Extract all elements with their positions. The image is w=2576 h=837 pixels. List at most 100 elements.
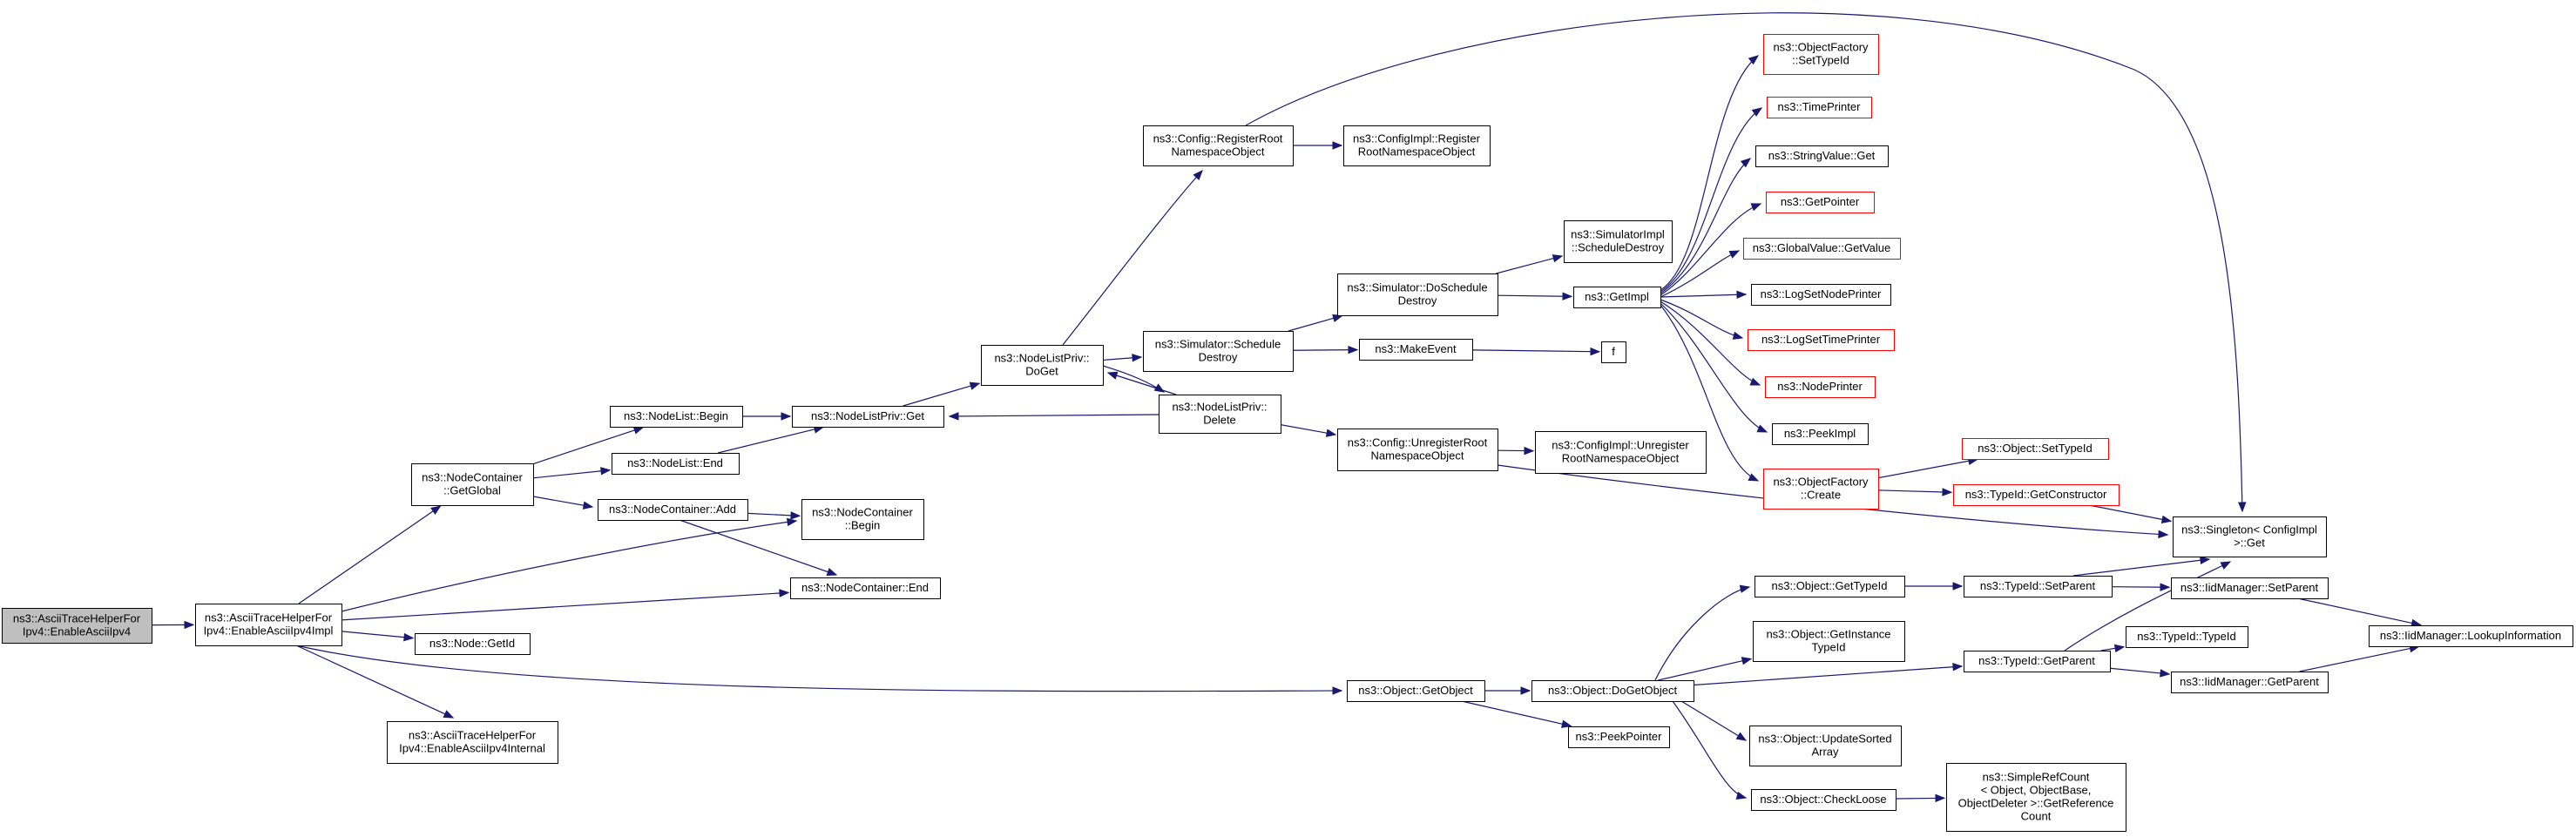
node-label: ns3::TypeId::SetParent [1980,579,2096,592]
node-box [415,633,531,655]
node-cfgimpl-unregister[interactable]: ns3::ConfigImpl::UnregisterRootNamespace… [1535,431,1707,474]
edge-sim-doschedule-to-simimpl-destroy [1496,254,1564,274]
node-iid-getparent[interactable]: ns3::IidManager::GetParent [2171,672,2329,693]
node-logsetnodeprinter[interactable]: ns3::LogSetNodePrinter [1751,284,1891,306]
node-timeprinter[interactable]: ns3::TimePrinter [1767,97,1872,118]
node-impl[interactable]: ns3::AsciiTraceHelperForIpv4::EnableAsci… [195,604,342,646]
node-obj-gettypeid[interactable]: ns3::Object::GetTypeId [1755,576,1905,597]
edge-line [1660,299,1743,339]
edge-line [1660,302,1768,433]
node-simplerefcount[interactable]: ns3::SimpleRefCount< Object, ObjectBase,… [1946,763,2126,832]
node-box [1964,651,2111,672]
node-label: TypeId [1811,641,1845,654]
node-peekpointer[interactable]: ns3::PeekPointer [1568,726,1670,748]
node-node-getid[interactable]: ns3::Node::GetId [415,633,531,655]
node-of-settypeid[interactable]: ns3::ObjectFactory::SetTypeId [1763,34,1879,75]
node-label: ns3::Singleton< ConfigImpl [2181,523,2317,537]
edge-line [532,496,593,508]
node-logsettimeprinter[interactable]: ns3::LogSetTimePrinter [1748,329,1895,351]
edge-arrowhead [582,501,594,510]
edge-sim-doschedule-to-getimpl [1497,292,1573,300]
node-box [1765,376,1876,398]
node-typeid-setparent[interactable]: ns3::TypeId::SetParent [1964,576,2113,597]
node-nlp-get[interactable]: ns3::NodeListPriv::Get [792,406,944,428]
node-label: ns3::Config::UnregisterRoot [1348,436,1488,449]
node-nc-add[interactable]: ns3::NodeContainer::Add [598,499,748,521]
node-box [1343,125,1491,166]
node-obj-checkloose[interactable]: ns3::Object::CheckLoose [1751,789,1897,811]
edge-arrowhead [2113,644,2126,653]
node-label: ::Create [1801,489,1841,502]
node-internal[interactable]: ns3::AsciiTraceHelperForIpv4::EnableAsci… [387,721,558,764]
node-typeid-typeid[interactable]: ns3::TypeId::TypeId [2126,626,2248,648]
node-f[interactable]: f [1601,341,1626,363]
node-box [1763,469,1879,510]
edge-arrowhead [1952,663,1964,672]
node-nlp-doget[interactable]: ns3::NodeListPriv::DoGet [981,345,1104,386]
node-label: ns3::NodeList::End [627,456,723,469]
node-label: Ipv4::EnableAsciiIpv4 [23,625,131,638]
node-sim-schedule[interactable]: ns3::Simulator::ScheduleDestroy [1143,331,1294,372]
node-nc-begin[interactable]: ns3::NodeContainer::Begin [801,499,924,540]
node-label: NamespaceObject [1371,449,1464,462]
edge-line [1245,12,2243,512]
node-nodeprinter[interactable]: ns3::NodePrinter [1765,376,1876,398]
node-nl-begin[interactable]: ns3::NodeList::Begin [610,406,743,428]
edge-cfg-unregister-to-cfgimpl-unregister [1497,446,1535,456]
node-label: ::Begin [845,519,880,532]
edge-line [2089,504,2172,522]
node-makeevent[interactable]: ns3::MakeEvent [1359,339,1473,361]
node-box [1568,726,1670,748]
node-obj-dogetobject[interactable]: ns3::Object::DoGetObject [1531,680,1694,702]
node-nlp-delete[interactable]: ns3::NodeListPriv::Delete [1159,395,1281,434]
node-cfg-unregister[interactable]: ns3::Config::UnregisterRootNamespaceObje… [1337,429,1498,471]
edge-nlp-get-to-nlp-doget [903,381,981,407]
edge-line [2072,558,2210,577]
edge-arrowhead [1348,345,1359,354]
node-root[interactable]: ns3::AsciiTraceHelperForIpv4::EnableAsci… [2,608,152,644]
edge-getimpl-to-logsetnodeprinter [1660,290,1748,300]
node-label: ns3::NodeListPriv::Get [811,409,924,422]
node-getpointer[interactable]: ns3::GetPointer [1766,192,1875,213]
node-peekimpl[interactable]: ns3::PeekImpl [1772,423,1869,445]
node-label: ns3::StringValue::Get [1768,149,1876,162]
edge-line [532,427,644,465]
node-nc-getglobal[interactable]: ns3::NodeContainer::GetGlobal [411,463,534,506]
node-simimpl-destroy[interactable]: ns3::SimulatorImpl::ScheduleDestroy [1564,220,1673,263]
node-box [1743,238,1901,260]
node-singleton-get[interactable]: ns3::Singleton< ConfigImpl >::Get [2173,516,2327,557]
node-box [1159,395,1281,434]
node-stringvalue-get[interactable]: ns3::StringValue::Get [1755,145,1889,167]
edge-arrowhead [948,412,959,421]
edge-arrowhead [1952,582,1964,591]
node-label: ns3::NodeListPriv:: [1172,401,1267,414]
edge-arrowhead [1735,732,1748,741]
node-iid-lookup[interactable]: ns3::IidManager::LookupInformation [2369,625,2573,647]
node-getimpl[interactable]: ns3::GetImpl [1573,287,1661,308]
node-nl-end[interactable]: ns3::NodeList::End [612,453,740,475]
node-obj-getobject[interactable]: ns3::Object::GetObject [1347,680,1485,702]
node-globalvalue-getvalue[interactable]: ns3::GlobalValue::GetValue [1743,238,1901,260]
node-of-create[interactable]: ns3::ObjectFactory::Create [1763,469,1879,510]
node-typeid-getconstructor[interactable]: ns3::TypeId::GetConstructor [1953,484,2120,506]
node-label: ns3::PeekImpl [1784,427,1856,440]
node-box [1531,680,1694,702]
node-iid-setparent[interactable]: ns3::IidManager::SetParent [2171,577,2329,599]
node-label: ns3::Config::RegisterRoot [1153,132,1283,145]
edge-arrowhead [2160,669,2171,678]
edge-line [295,645,454,719]
node-label: ns3::Object::SetTypeId [1978,442,2093,455]
node-label: Delete [1203,414,1236,427]
edge-arrowhead [1750,203,1762,212]
node-nc-end[interactable]: ns3::NodeContainer::End [790,577,941,599]
node-cfgimpl-register[interactable]: ns3::ConfigImpl::RegisterRootNamespaceOb… [1343,125,1491,166]
node-object-settypeid[interactable]: ns3::Object::SetTypeId [1962,438,2109,460]
node-typeid-getparent[interactable]: ns3::TypeId::GetParent [1964,651,2111,672]
node-box [1964,576,2113,597]
edge-line [2109,667,2170,675]
edge-obj-dogetobject-to-typeid-getparent [1693,663,1964,686]
